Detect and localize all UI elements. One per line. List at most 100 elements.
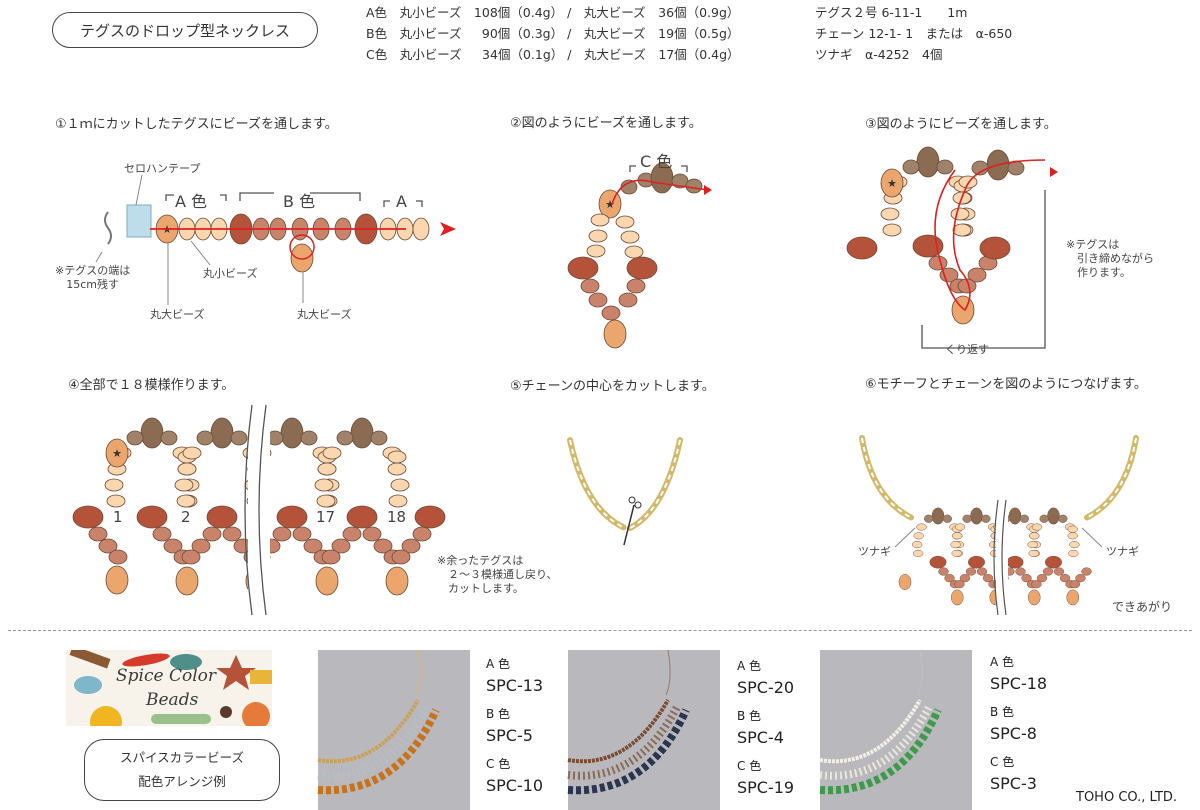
bead [620,230,640,244]
bead [385,566,409,596]
b-color-label: B 色 [283,192,316,211]
bead [624,245,644,259]
bracket [165,194,227,201]
chain-left [567,437,628,531]
bead [105,565,129,595]
bead [1039,514,1049,523]
bead [929,555,947,569]
arrow-right-icon [440,222,456,236]
a-label: A 色 [990,655,1015,669]
bead [958,175,978,189]
bead [181,549,201,565]
bead [414,505,446,529]
step5-diagram [567,437,683,546]
bead [954,523,966,531]
leftover-note: ※余ったテグスは ２～３模様通し戻り、 カットします。 [437,554,558,595]
bead [882,223,902,237]
bead [391,549,411,565]
bead [1067,532,1078,540]
c-label: C 色 [737,759,762,773]
star-icon: ★ [112,447,122,460]
bead [230,430,248,446]
bead [846,236,878,260]
bead [1059,574,1071,583]
step2-diagram: ★ [567,162,712,349]
star-icon: ★ [605,198,615,211]
b-label: B 色 [486,707,511,721]
chain-left [859,435,915,521]
bead [1081,567,1092,576]
bead [206,505,238,529]
bead [387,450,407,464]
bead [316,494,336,508]
bead [108,549,128,565]
a-code: SPC-13 [486,676,544,695]
bead [1066,589,1080,606]
bead [72,505,104,529]
logo-text-line1: Spice Color [116,666,216,686]
a-label: A 色 [737,659,762,673]
bead [342,526,362,542]
connector-label-right: ツナギ [1106,545,1139,558]
thread-path [934,159,1046,312]
bead [362,526,382,542]
bead [1045,555,1062,569]
bead [331,538,351,554]
chain-inner [1085,437,1137,519]
motif-number-1: 1 [113,508,123,526]
example-photo-1 [318,650,470,810]
bead [152,526,172,542]
bead [586,244,606,258]
bead [388,494,408,508]
bead [1053,567,1065,576]
example-photo-2 [568,650,720,810]
bead [968,555,985,569]
bead [106,494,126,508]
bracket [629,165,688,172]
bead [618,292,638,308]
step6-heading: ⑥モチーフとチェーンを図のようにつなげます。 [865,377,1147,392]
bead [962,514,972,523]
chain-right [1083,435,1139,521]
bead [954,580,965,589]
bead-materials: A色 丸小ビーズ 108個（0.4g） / 丸大ビーズ 36個（0.9g）B色 … [366,2,740,65]
bead [938,567,949,576]
bead [965,567,977,576]
bead [615,215,635,229]
step4-heading: ④全部で１８模様作ります。 [68,378,235,393]
thread-end-note: ※テグスの端は 15cm残す [55,264,131,291]
bead [913,549,924,557]
bead [177,462,197,476]
repeat-label: くり返す [945,343,989,356]
bead [104,478,124,492]
chain-right [627,437,683,531]
bead [317,462,337,476]
step3-heading: ③図のようにビーズを通します。 [865,117,1057,132]
footer-company: TOHO CO., LTD. [1076,790,1178,805]
c-code: SPC-10 [486,776,544,795]
example-photos [317,649,972,810]
bead [1027,541,1038,549]
motif-number-2: 2 [181,508,191,526]
bead [1067,525,1078,533]
thread-end-icon [104,211,112,245]
b-code: SPC-5 [486,726,533,745]
bead [322,446,342,460]
bead [336,430,354,446]
chain-inner [629,439,681,529]
necklace-mid [317,703,432,780]
bead [1027,589,1041,606]
c-color-label: C 色 [640,152,673,171]
bead [210,417,234,449]
bead [959,574,971,583]
necklace-bottom [567,708,690,795]
material-b: B色 丸小ビーズ 90個（0.3g） / 丸大ビーズ 19個（0.5g） [366,26,740,41]
bead [603,319,627,349]
scissors-icon [628,496,636,504]
c-code: SPC-19 [737,778,795,797]
bead [626,256,658,280]
bead [222,526,242,542]
